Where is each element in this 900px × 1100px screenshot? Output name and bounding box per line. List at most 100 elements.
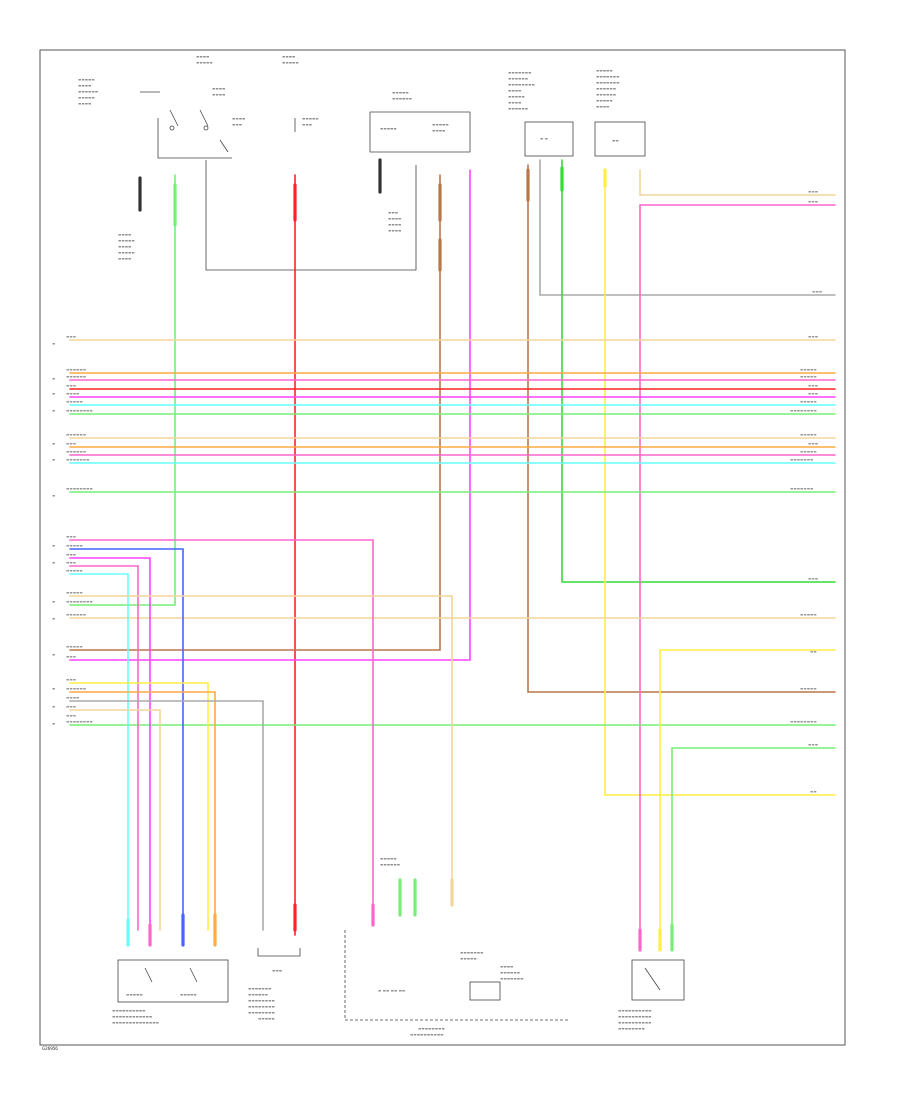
wire-pink-to-ipc [69,539,374,906]
svg-text:≡≡≡≡≡≡≡≡≡≡≡≡: ≡≡≡≡≡≡≡≡≡≡≡≡ [112,1014,152,1019]
digital-ride-control-module-icon: ≡≡≡≡≡ ≡≡≡≡≡≡ ≡≡≡≡≡ ≡≡≡≡≡ ≡≡≡≡ ≡≡≡ ≡≡≡≡ ≡… [205,90,471,271]
svg-text:≡≡≡≡≡≡≡≡: ≡≡≡≡≡≡≡≡ [508,82,535,87]
svg-text:≡≡≡≡≡: ≡≡≡≡≡ [66,568,83,573]
svg-text:≡≡≡: ≡≡≡ [808,742,818,747]
svg-text:≡≡≡≡≡≡: ≡≡≡≡≡≡ [66,449,86,454]
svg-text:≡≡≡≡≡: ≡≡≡≡≡ [432,122,449,127]
svg-text:≡≡≡≡≡: ≡≡≡≡≡ [66,644,83,649]
svg-text:≡≡≡≡≡: ≡≡≡≡≡ [78,77,95,82]
svg-text:≡≡≡≡≡≡: ≡≡≡≡≡≡ [66,612,86,617]
svg-text:≡≡≡≡≡≡≡≡≡≡: ≡≡≡≡≡≡≡≡≡≡ [618,1008,652,1013]
svg-text:≡≡≡≡≡: ≡≡≡≡≡ [596,98,613,103]
svg-text:≡≡≡≡≡≡: ≡≡≡≡≡≡ [596,92,616,97]
wire-blue-lower [69,548,184,916]
svg-text:≡≡≡≡≡≡≡≡: ≡≡≡≡≡≡≡≡ [618,1026,645,1031]
wire-green-door [561,159,836,583]
svg-text:≡≡≡≡: ≡≡≡≡ [432,128,445,133]
svg-text:≡≡≡≡: ≡≡≡≡ [212,86,225,91]
svg-text:≡≡≡≡≡≡≡≡≡≡: ≡≡≡≡≡≡≡≡≡≡ [112,1008,146,1013]
wire-brown-drm [69,174,441,651]
wire-yellow-bcm [604,169,836,796]
svg-text:≡≡≡≡≡≡: ≡≡≡≡≡≡ [66,432,86,437]
svg-text:≡≡≡: ≡≡≡ [66,713,76,718]
svg-text:≡≡≡: ≡≡≡ [66,534,76,539]
wire-light-green-left [69,174,176,606]
svg-text:≡≡≡≡≡≡: ≡≡≡≡≡≡ [78,89,98,94]
svg-text:≡≡≡≡≡: ≡≡≡≡≡ [380,856,397,861]
svg-text:≡≡≡≡: ≡≡≡≡ [118,232,131,237]
svg-text:≡≡≡≡≡≡≡≡: ≡≡≡≡≡≡≡≡ [248,1004,275,1009]
svg-text:≡≡≡≡≡: ≡≡≡≡≡ [596,68,613,73]
wire-pink-lower [69,565,139,931]
svg-text:≡: ≡ [52,341,55,346]
footer-code: G26956 [42,1046,58,1051]
svg-text:≡≡≡≡≡≡≡: ≡≡≡≡≡≡≡ [790,486,813,491]
svg-text:≡≡≡≡≡≡≡≡≡≡: ≡≡≡≡≡≡≡≡≡≡ [410,1032,444,1037]
svg-text:≡≡≡≡≡: ≡≡≡≡≡ [800,432,817,437]
svg-text:≡≡≡≡≡≡≡: ≡≡≡≡≡≡≡ [790,457,813,462]
svg-text:≡≡≡≡≡: ≡≡≡≡≡ [800,686,817,691]
svg-text:≡≡≡≡≡: ≡≡≡≡≡ [800,374,817,379]
svg-text:≡≡≡≡≡≡≡: ≡≡≡≡≡≡≡ [500,976,523,981]
svg-text:≡≡≡≡: ≡≡≡≡ [118,244,131,249]
wire-orange-lower [69,691,216,931]
connector-stubs [126,166,674,952]
svg-text:≡≡≡: ≡≡≡ [232,122,242,127]
svg-text:≡≡≡≡: ≡≡≡≡ [118,256,131,261]
lower-left-labels: ≡≡≡ ≡≡≡≡≡ ≡≡≡ ≡≡≡ ≡≡≡≡≡ ≡≡≡≡≡ ≡≡≡≡≡≡≡≡ ≡… [52,534,93,726]
svg-text:≡≡≡≡≡≡≡≡: ≡≡≡≡≡≡≡≡ [790,408,817,413]
svg-text:≡ ≡: ≡ ≡ [540,136,548,141]
svg-text:≡≡≡≡: ≡≡≡≡ [508,100,521,105]
svg-text:≡≡≡≡≡≡≡≡≡≡: ≡≡≡≡≡≡≡≡≡≡ [618,1014,652,1019]
svg-text:≡≡: ≡≡ [612,138,619,143]
svg-text:≡≡≡: ≡≡≡ [808,199,818,204]
svg-text:≡≡≡: ≡≡≡ [66,654,76,659]
diagram-frame [39,49,846,1046]
svg-text:≡≡≡≡≡: ≡≡≡≡≡ [66,590,83,595]
svg-text:≡: ≡ [52,441,55,446]
svg-text:≡≡≡≡≡≡: ≡≡≡≡≡≡ [248,992,268,997]
svg-text:≡: ≡ [52,560,55,565]
svg-text:≡≡≡≡≡: ≡≡≡≡≡ [800,612,817,617]
svg-text:≡ ≡≡ ≡≡ ≡≡: ≡ ≡≡ ≡≡ ≡≡ [378,988,405,993]
svg-text:≡≡≡≡: ≡≡≡≡ [388,228,401,233]
svg-text:≡: ≡ [52,704,55,709]
svg-text:≡≡≡≡≡≡≡: ≡≡≡≡≡≡≡ [66,457,89,462]
wire-gray-door [539,159,836,296]
svg-text:≡≡≡: ≡≡≡ [388,210,398,215]
svg-text:≡≡≡≡≡≡≡≡: ≡≡≡≡≡≡≡≡ [248,1010,275,1015]
svg-text:≡: ≡ [52,616,55,621]
svg-text:≡≡≡: ≡≡≡ [808,391,818,396]
wire-green-to-sensor [671,747,836,941]
transfer-case-switch-icon: ≡≡≡≡≡ ≡≡≡≡ ≡≡≡≡≡≡ ≡≡≡≡≡ ≡≡≡≡ ≡≡≡≡ ≡≡≡≡≡ … [78,54,245,159]
svg-text:≡≡≡: ≡≡≡ [66,677,76,682]
svg-text:≡≡≡≡: ≡≡≡≡ [596,104,609,109]
svg-text:≡≡≡≡: ≡≡≡≡ [388,216,401,221]
svg-text:≡≡≡≡≡: ≡≡≡≡≡ [282,60,299,65]
svg-text:≡≡≡: ≡≡≡ [808,441,818,446]
svg-text:≡≡≡≡≡≡: ≡≡≡≡≡≡ [380,862,400,867]
body-control-module-icon: ≡≡≡≡≡ ≡≡≡≡≡≡≡ ≡≡≡≡≡≡≡ ≡≡≡≡≡≡ ≡≡≡≡≡≡ ≡≡≡≡… [594,68,646,157]
svg-text:≡≡≡≡≡≡≡≡: ≡≡≡≡≡≡≡≡ [248,998,275,1003]
steering-wheel-controls-switch-icon: ≡≡≡≡≡ ≡≡≡≡≡ ≡≡≡≡≡≡≡≡≡≡ ≡≡≡≡≡≡≡≡≡≡≡≡ ≡≡≡≡… [112,959,229,1025]
svg-text:≡≡≡≡: ≡≡≡≡ [232,116,245,121]
svg-text:≡: ≡ [52,376,55,381]
svg-text:≡≡≡≡≡≡: ≡≡≡≡≡≡ [66,367,86,372]
svg-text:≡≡≡≡: ≡≡≡≡ [508,88,521,93]
svg-text:≡: ≡ [52,543,55,548]
svg-text:≡≡≡: ≡≡≡ [66,334,76,339]
wire-magenta-drm [69,169,471,661]
svg-text:≡≡≡: ≡≡≡ [66,704,76,709]
svg-text:≡≡≡≡: ≡≡≡≡ [66,695,79,700]
driver-door-module-icon: ≡≡≡≡≡≡≡ ≡≡≡≡≡≡ ≡≡≡≡≡≡≡≡ ≡≡≡≡ ≡≡≡≡≡ ≡≡≡≡ … [508,70,574,157]
svg-text:≡≡≡≡: ≡≡≡≡ [212,92,225,97]
svg-text:≡≡≡≡≡: ≡≡≡≡≡ [78,95,95,100]
wire-tan-lower [69,709,161,931]
svg-text:≡≡: ≡≡ [810,789,817,794]
svg-text:≡≡≡≡≡: ≡≡≡≡≡ [302,116,319,121]
svg-text:≡≡≡≡: ≡≡≡≡ [196,54,209,59]
svg-text:≡≡≡≡≡≡: ≡≡≡≡≡≡ [596,86,616,91]
svg-text:≡: ≡ [52,599,55,604]
svg-text:≡≡≡≡≡≡≡: ≡≡≡≡≡≡≡ [508,70,531,75]
